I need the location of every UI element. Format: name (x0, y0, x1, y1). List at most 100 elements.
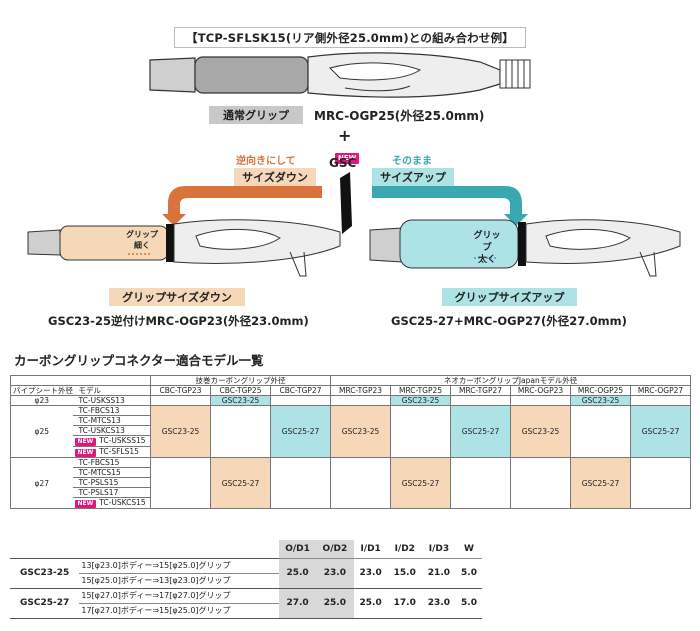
spec-value: 5.0 (455, 588, 482, 619)
size-down-caption: GSC23-25逆付けMRC-OGP23(外径23.0mm) (48, 314, 309, 328)
table-cell (510, 457, 572, 509)
compat-cell: GSC23-25 (570, 395, 632, 406)
table-row: φ23 TC-USKSS13 GSC23-25 GSC23-25 GSC23-2… (10, 395, 692, 406)
column-header: MRC-OGP23 (510, 385, 572, 396)
size-up-arrow (372, 186, 528, 226)
grip-size-down-label: グリップサイズダウン (109, 288, 245, 306)
group-header-cbc: 技巻カーボングリップ外径 (149, 375, 332, 386)
size-down-arrow (162, 186, 322, 226)
diameter-cell: φ25 (10, 405, 73, 458)
group-header-mrc: ネオカーボングリップJapanモデル外径 (330, 375, 692, 386)
compat-cell: GSC25-27 (269, 405, 332, 458)
spec-value: 25.0 (278, 558, 317, 589)
size-up-label: サイズアップ (372, 168, 454, 186)
table-cell (450, 395, 512, 406)
table-cell (390, 405, 452, 458)
column-header: MRC-OGP27 (630, 385, 692, 396)
table-row: パイプシート外径 モデル CBC-TGP23 CBC-TGP25 CBC-TGP… (10, 385, 692, 396)
spec-value: 25.0 (353, 588, 388, 619)
size-down-subtitle: 逆向きにして (236, 156, 296, 167)
product-desc: 17[φ27.0]ボディー⇒15[φ25.0]グリップ (79, 603, 279, 619)
table-cell (10, 540, 80, 559)
table-row: GSC25-27 15[φ27.0]ボディー⇒17[φ27.0]グリップ 27.… (10, 588, 482, 619)
compat-cell: GSC23-25 (210, 395, 271, 406)
new-badge: NEW (335, 153, 360, 164)
table-cell (330, 395, 392, 406)
model-name: TC-USKSS15 (99, 436, 146, 446)
table-row: 15[φ25.0]ボディー⇒13[φ23.0]グリップ (10, 573, 482, 589)
size-down-label: サイズダウン (234, 168, 316, 186)
compat-cell: GSC23-25 (150, 405, 211, 458)
table-cell (630, 395, 692, 406)
spec-value: 21.0 (421, 558, 456, 589)
model-cell: TC-FBCS15 (72, 457, 151, 468)
spec-header: I/D1 (353, 540, 388, 559)
new-badge: NEW (74, 438, 97, 446)
product-name: GSC23-25 (10, 558, 80, 589)
table-row: 17[φ27.0]ボディー⇒15[φ25.0]グリップ (10, 603, 482, 619)
diagram-title: 【TCP-SFLSK15(リア側外径25.0mm)との組み合わせ例】 (174, 27, 526, 48)
grip-size-up-label: グリップサイズアップ (442, 288, 577, 306)
top-handle-illustration (27, 52, 681, 277)
model-name: TC-MTCS15 (78, 468, 121, 477)
compat-cell: GSC25-27 (570, 457, 632, 509)
table-row: GSC23-25 13[φ23.0]ボディー⇒15[φ25.0]グリップ 25.… (10, 558, 482, 589)
spec-value: 23.0 (316, 558, 354, 589)
model-name: TC-MTCS13 (78, 416, 121, 425)
spec-value: 17.0 (387, 588, 422, 619)
product-name: GSC25-27 (10, 588, 80, 619)
table-cell (269, 457, 332, 509)
model-cell: TC-MTCS13 (72, 415, 151, 426)
normal-grip-rod (149, 52, 531, 98)
table-cell (570, 405, 632, 458)
diameter-cell: φ27 (10, 457, 73, 509)
table-cell (150, 395, 211, 406)
compat-cell: GSC23-25 (330, 405, 392, 458)
table-cell (510, 395, 572, 406)
grip-note-line: グリップ (126, 230, 158, 239)
diameter-cell: φ23 (10, 395, 73, 406)
table-row: φ25 TC-FBCS13 GSC23-25 GSC25-27 GSC23-25… (10, 405, 692, 458)
spec-value: 5.0 (455, 558, 482, 589)
grip-note-line: グリップ (473, 231, 501, 253)
spec-value: 23.0 (353, 558, 388, 589)
compat-cell: GSC25-27 (450, 405, 512, 458)
table-cell (79, 540, 279, 559)
column-header: MRC-TGP25 (390, 385, 452, 396)
model-cell: TC-USKCS13 (72, 425, 151, 436)
table-cell (10, 375, 73, 386)
column-header: CBC-TGP23 (150, 385, 211, 396)
combination-diagram: 【TCP-SFLSK15(リア側外径25.0mm)との組み合わせ例】 (27, 27, 681, 328)
model-cell: TC-PSLS15 (72, 477, 151, 488)
header-pipe-seat: パイプシート外径 (10, 385, 73, 396)
table-cell (150, 457, 211, 509)
model-cell: TC-MTCS15 (72, 467, 151, 478)
product-desc: 15[φ27.0]ボディー⇒17[φ27.0]グリップ (79, 588, 279, 604)
column-header: MRC-TGP27 (450, 385, 512, 396)
model-name: TC-FBCS13 (78, 406, 120, 415)
table-row: 技巻カーボングリップ外径 ネオカーボングリップJapanモデル外径 (10, 375, 692, 386)
compat-cell: GSC25-27 (390, 457, 452, 509)
new-badge: NEW (74, 500, 97, 508)
table-cell (210, 405, 271, 458)
model-name: TC-PSLS15 (78, 478, 119, 487)
spec-header: O/D1 (278, 540, 317, 559)
table-cell (72, 375, 151, 386)
spec-header: O/D2 (316, 540, 354, 559)
size-down-handle (27, 219, 341, 277)
model-cell: TC-USKSS13 (72, 395, 151, 406)
column-header: CBC-TGP27 (269, 385, 332, 396)
table-cell (330, 457, 392, 509)
compat-cell: GSC23-25 (510, 405, 572, 458)
compat-cell: GSC25-27 (630, 405, 692, 458)
spec-header: I/D3 (421, 540, 456, 559)
size-up-handle (369, 219, 681, 277)
table-row: φ27 TC-FBCS15 GSC25-27 GSC25-27 GSC25-27 (10, 457, 692, 509)
model-cell: TC-FBCS13 (72, 405, 151, 416)
spec-header: W (455, 540, 482, 559)
grip-note-line: 細く (134, 241, 150, 250)
column-header: CBC-TGP25 (210, 385, 271, 396)
